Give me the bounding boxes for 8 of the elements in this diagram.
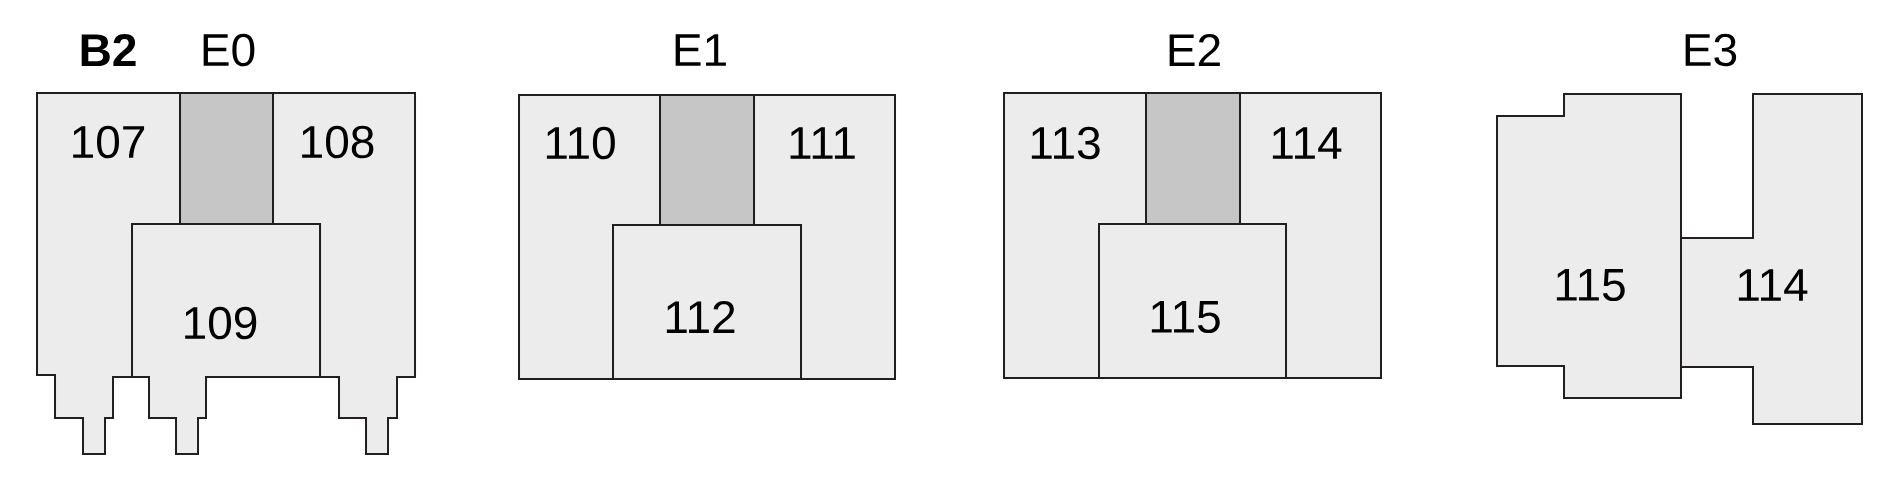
panel-title: B2 bbox=[81, 33, 136, 67]
shaded-area bbox=[1145, 92, 1241, 225]
panel-title: E1 bbox=[675, 34, 726, 66]
panel-title: E0 bbox=[203, 33, 255, 67]
shaded-area bbox=[659, 94, 755, 226]
shaded-area bbox=[179, 92, 274, 225]
panel-title: E2 bbox=[1169, 33, 1220, 67]
panel-title: E3 bbox=[1685, 33, 1737, 67]
